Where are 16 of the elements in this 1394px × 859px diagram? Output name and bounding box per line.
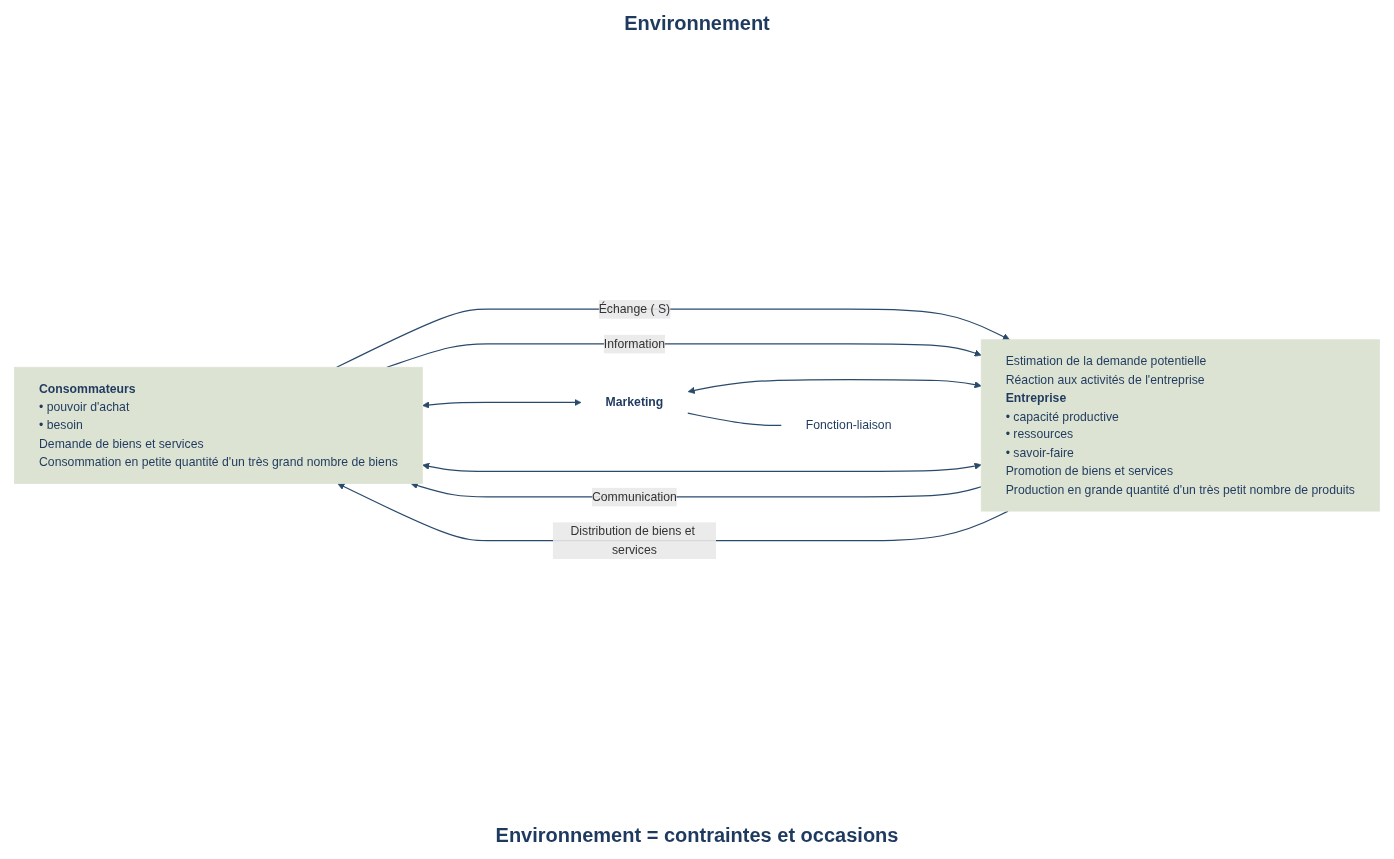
arrow	[422, 398, 582, 409]
node-text: Marketing	[605, 394, 664, 409]
edge-label: Communication	[591, 489, 677, 504]
arrow	[422, 462, 982, 472]
diagram-title: Environnement	[624, 12, 770, 35]
node-text: Fonction-liaison	[805, 417, 892, 432]
edge-label: Information	[603, 336, 666, 351]
arrow	[687, 378, 982, 394]
node-box: Consommateurs • pouvoir d'achat • besoin Demande de biens et services Consommation en petite quantité d'un très grand nombre de biens	[14, 366, 423, 484]
node-box: Estimation de la demande potentielle Réaction aux activités de l'entreprise Entreprise • capacité productive • ressources • savoir-faire Promotion de biens et services Production en grande quantité d'un très petit nombre de produits	[980, 339, 1380, 512]
connector	[687, 412, 782, 427]
arrow	[336, 308, 1010, 368]
edge-label: Échange ( S)	[598, 301, 671, 316]
diagram-caption: Environnement = contraintes et occasions	[495, 824, 899, 847]
edge-label: Distribution de biens et services	[570, 523, 695, 557]
arrow	[386, 343, 982, 368]
